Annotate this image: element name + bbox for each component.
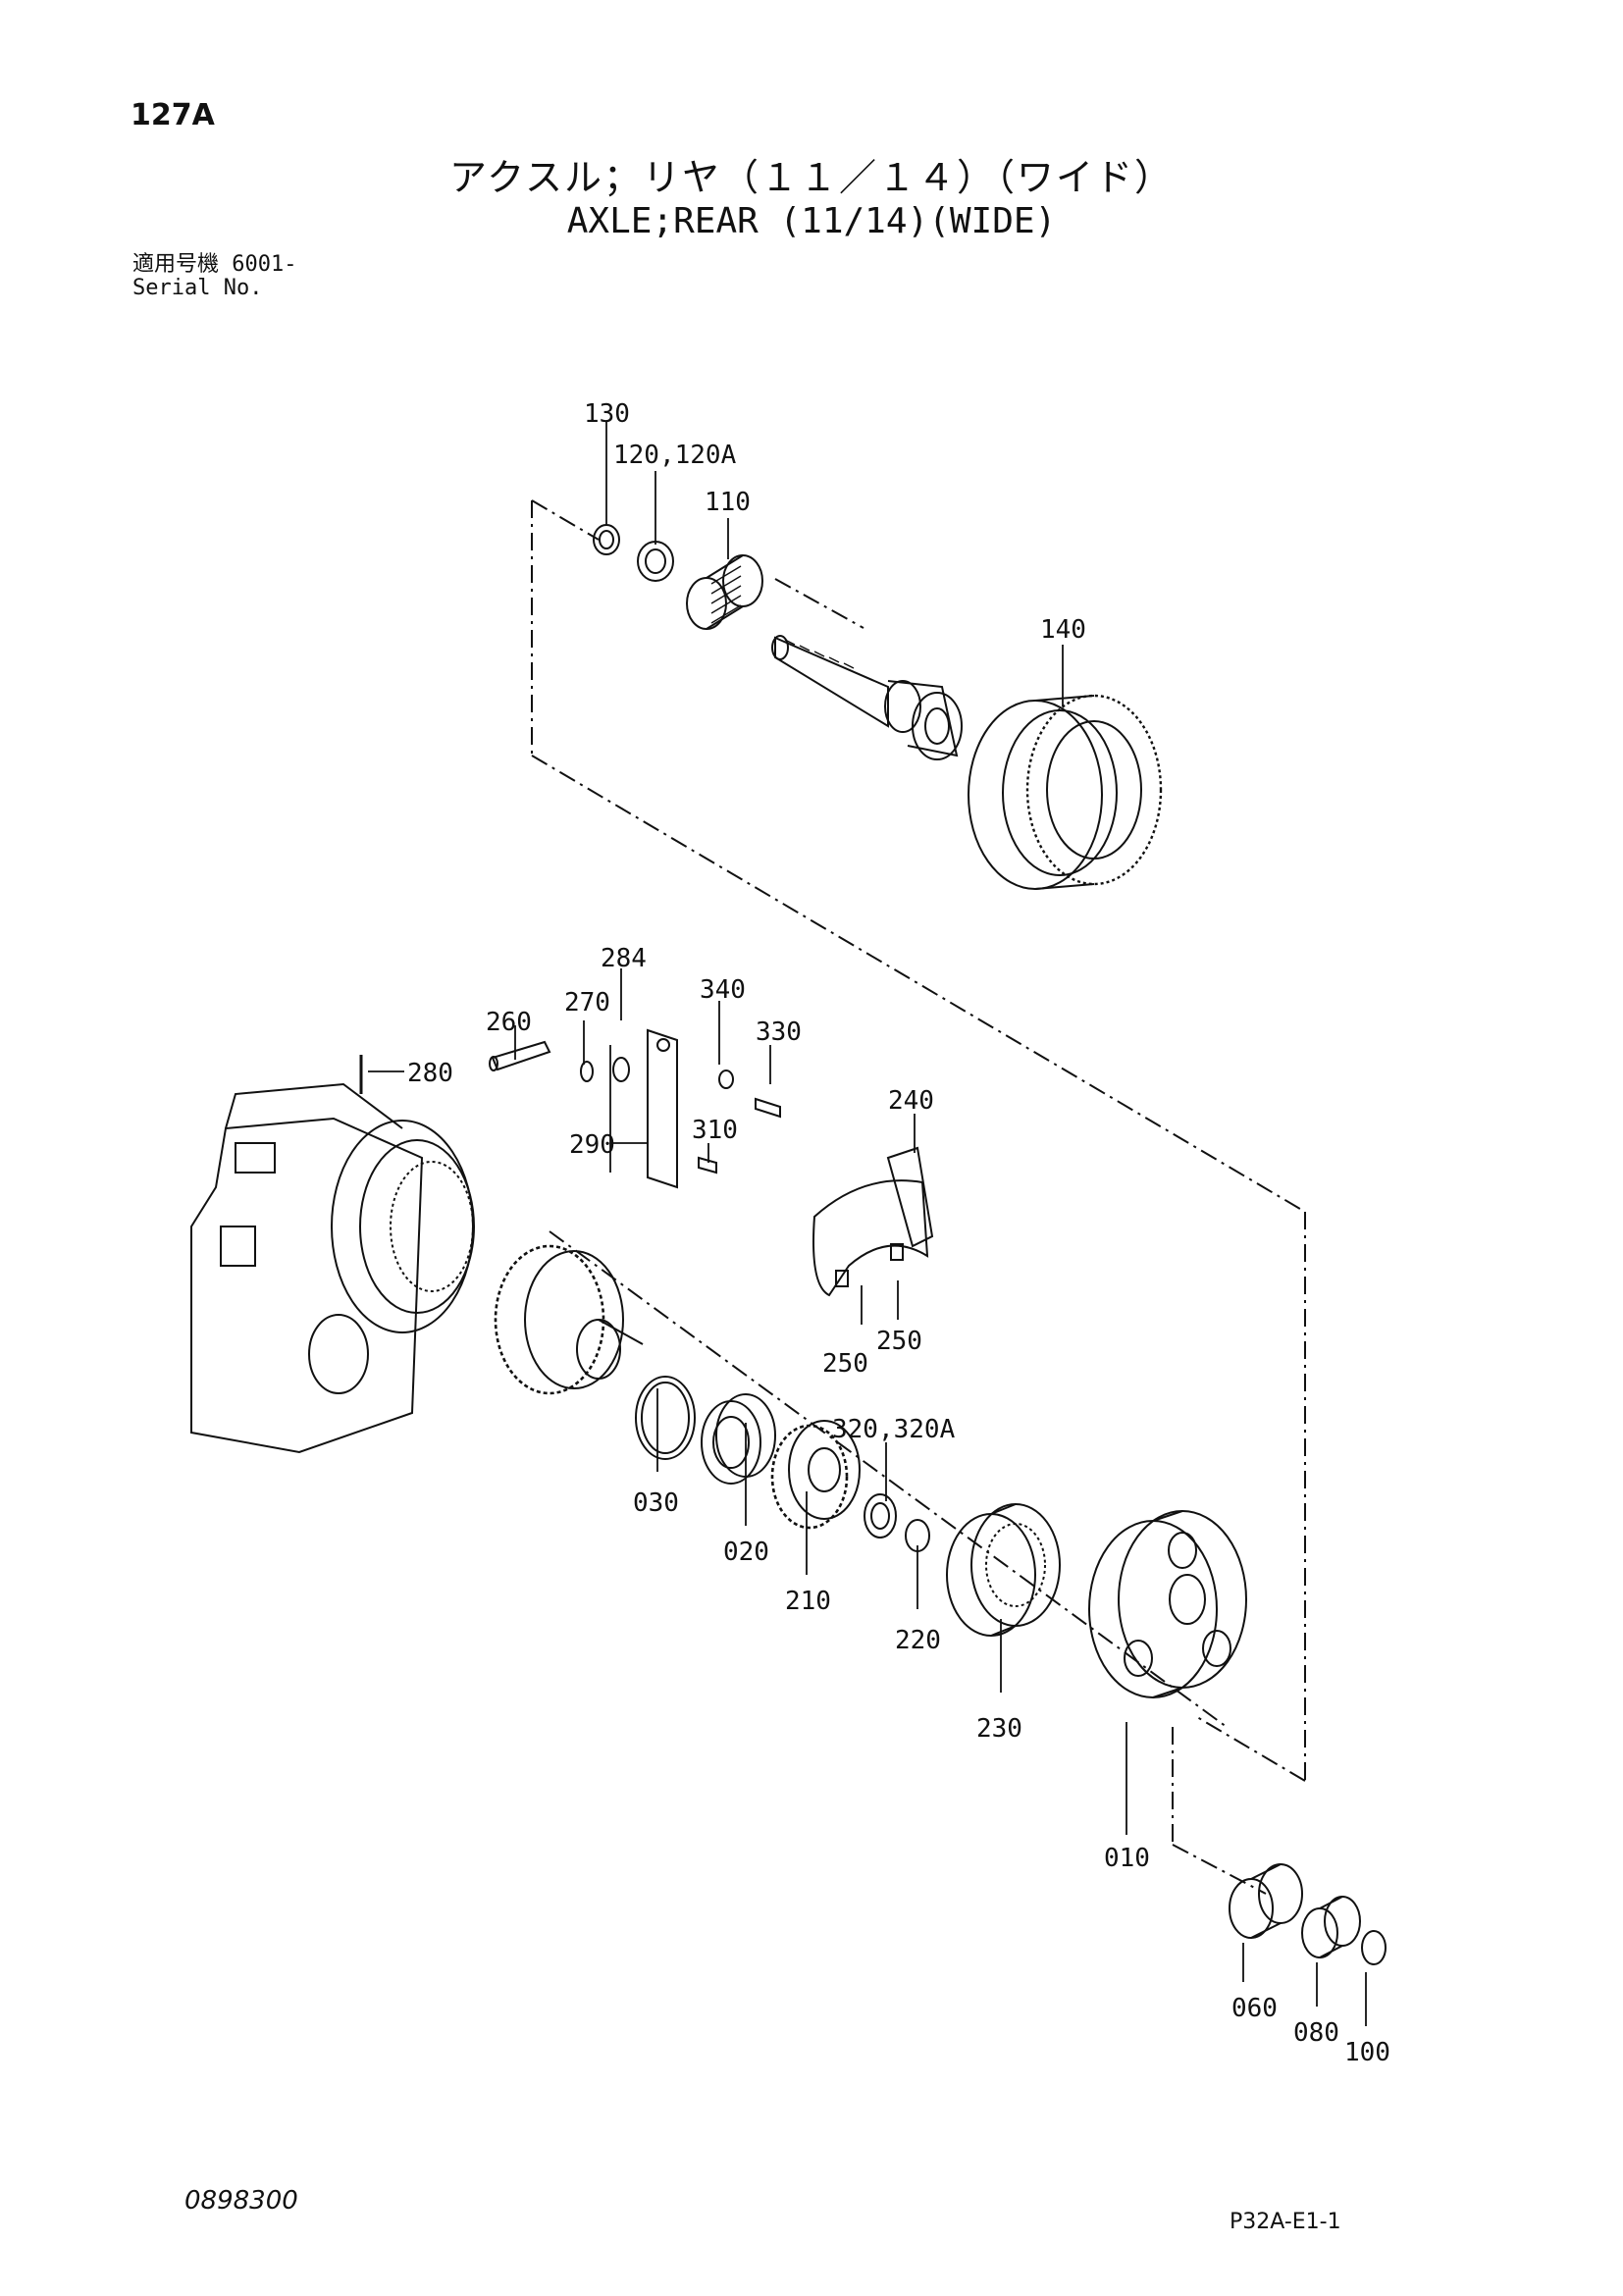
callout-330: 330 [756,1018,802,1047]
callout-230: 230 [976,1714,1022,1744]
o-ring-284 [612,1057,630,1082]
callout-320: 320,320A [832,1415,956,1444]
snap-ring-030 [635,1376,696,1460]
pin-260 [489,1040,551,1071]
callout-290: 290 [569,1130,615,1160]
washer-320 [864,1493,897,1539]
callout-120: 120,120A [613,441,737,470]
callout-210: 210 [785,1587,831,1616]
serial-info: 適用号機 6001- Serial No. [132,253,297,300]
bearing-020 [701,1393,776,1485]
callout-340: 340 [700,975,746,1005]
assembly-guide-lines [531,499,1306,1895]
washer-120 [637,541,674,582]
snap-ring-220 [905,1519,930,1552]
axle-housing [190,1082,475,1454]
bearing-060 [1229,1863,1303,1939]
lock-plate-290 [647,1028,678,1189]
axle-shaft [771,635,963,760]
needle-bearing-110 [686,554,763,630]
callout-310: 310 [692,1116,738,1145]
bolt-310 [698,1156,717,1174]
title-english: AXLE;REAR (11/14)(WIDE) [566,201,1057,241]
page-code: P32A-E1-1 [1230,2210,1341,2234]
callout-250-a: 250 [822,1349,868,1379]
page-number: 127A [131,98,215,132]
planet-carrier-010 [1088,1510,1247,1698]
leader-lines [368,422,1367,2026]
shift-fork-240 [812,1146,934,1297]
callout-270: 270 [564,988,610,1018]
callout-250-b: 250 [876,1327,922,1356]
callout-260: 260 [486,1008,532,1037]
callout-020: 020 [723,1538,769,1567]
callout-100: 100 [1344,2038,1390,2067]
pin-250-a [835,1270,849,1287]
callout-030: 030 [633,1488,679,1518]
callout-220: 220 [895,1626,941,1655]
serial-row-jp: 適用号機 6001- [132,253,297,277]
callout-280: 280 [407,1059,453,1088]
callout-130: 130 [584,399,630,429]
snap-ring-130 [593,524,620,555]
callout-240: 240 [888,1086,934,1116]
serial-label-jp: 適用号機 [132,252,220,277]
snap-ring-100 [1361,1930,1387,1965]
callout-110: 110 [705,488,751,517]
pin-250-b [890,1243,904,1261]
callout-060: 060 [1231,1994,1278,2023]
callout-080: 080 [1293,2018,1339,2048]
document-number: 0898300 [184,2186,298,2216]
callout-140: 140 [1040,615,1086,645]
sun-gear-assembly [494,1244,644,1395]
gear-210 [770,1420,861,1530]
callout-284: 284 [601,944,647,973]
serial-value: 6001- [232,252,297,277]
sleeve-230 [946,1503,1061,1637]
bolt-330 [755,1097,781,1119]
bearing-080 [1301,1896,1361,1958]
o-ring-270 [580,1061,594,1082]
ring-gear-140 [968,694,1163,890]
washer-340 [718,1070,734,1089]
callout-010: 010 [1104,1844,1150,1873]
title-japanese: アクスル；リヤ（１１／１４）（ワイド） [449,156,1174,199]
serial-label-en: Serial No. [132,276,263,300]
